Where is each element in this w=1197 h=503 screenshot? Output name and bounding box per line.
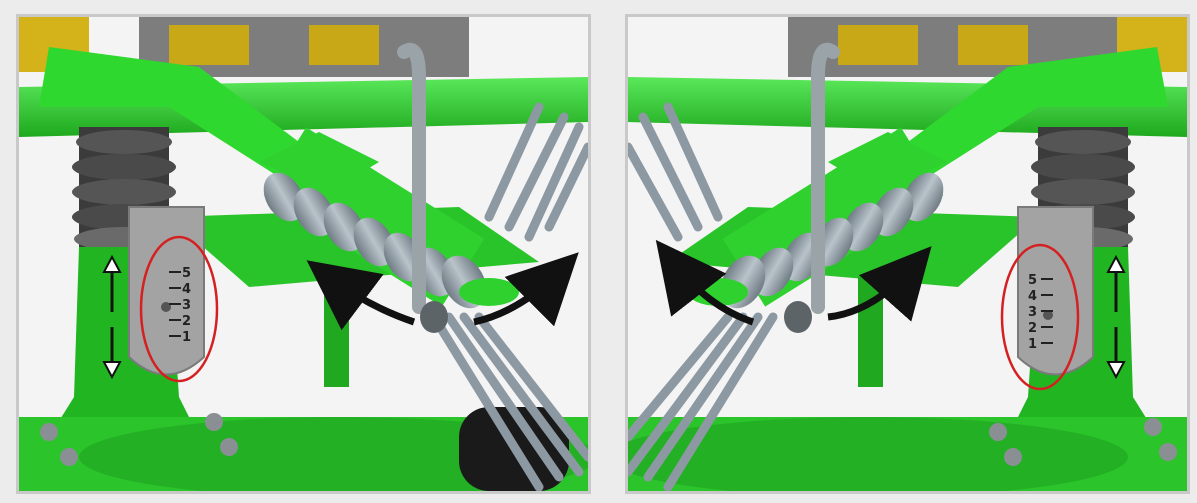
scale-mark-label: 1 xyxy=(1028,337,1037,352)
scale-mark-label: 3 xyxy=(1028,305,1037,320)
scale-mark-label: 4 xyxy=(182,282,191,297)
scale-mark-label: 2 xyxy=(1028,321,1037,336)
scale-mark-label: 4 xyxy=(1028,289,1037,304)
scale-mark-label: 2 xyxy=(182,314,191,329)
scale-mark-label: 1 xyxy=(182,330,191,345)
scale-mark-label: 5 xyxy=(1028,273,1037,288)
scale-mark-label: 3 xyxy=(182,298,191,313)
spring-eye xyxy=(459,278,519,306)
scale-mark-label: 5 xyxy=(182,266,191,281)
